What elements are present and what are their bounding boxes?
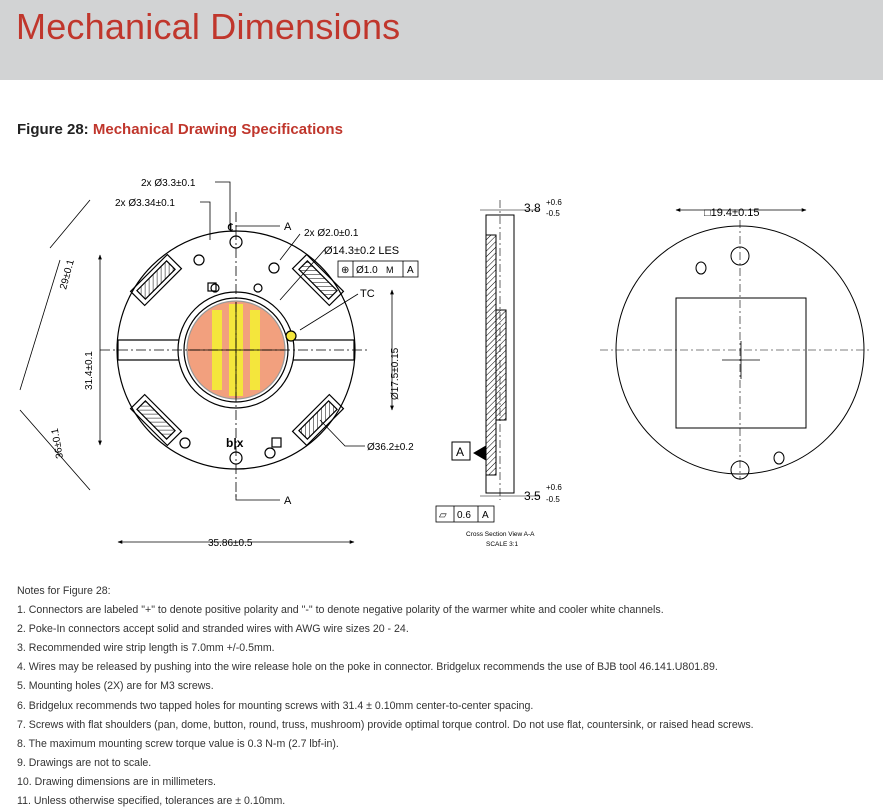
dim-label: Ø14.3±0.2 LES: [324, 245, 399, 257]
connector-bottom-right: [291, 393, 345, 447]
dim-bottom: 3.5: [524, 489, 541, 503]
dim-label: 35.86±0.5: [208, 538, 253, 549]
pin-hole: [268, 262, 280, 274]
dim-bottom-tol-plus: +0.6: [546, 483, 562, 492]
back-mounting-hole: [730, 460, 750, 480]
dim-label: Ø36.2±0.2: [367, 442, 414, 453]
connector-bottom-left: [129, 393, 183, 447]
svg-text:A: A: [482, 510, 489, 521]
dim-bottom-tol-minus: -0.5: [546, 495, 560, 504]
dim-label: 36±0.1: [50, 427, 66, 459]
figure-notes: Notes for Figure 28: 1. Connectors are l…: [17, 582, 877, 811]
side-emitter: [495, 309, 507, 421]
logo-mark: b|x: [226, 436, 244, 450]
tolerance-value: Ø1.0: [356, 265, 378, 276]
side-board: [485, 234, 497, 476]
figure-caption: Figure 28: Mechanical Drawing Specificat…: [17, 121, 343, 138]
tc-point: [285, 330, 297, 342]
section-a-bottom: A: [284, 495, 292, 507]
tc-label: TC: [360, 288, 375, 300]
figure-number: Figure 28:: [17, 121, 89, 138]
note-item: 4. Wires may be released by pushing into…: [17, 661, 718, 674]
tolerance-modifier: M: [386, 265, 394, 275]
note-item: 10. Drawing dimensions are in millimeter…: [17, 775, 217, 788]
tolerance-datum: A: [407, 265, 414, 276]
page-title: Mechanical Dimensions: [16, 6, 401, 47]
square-pad: [207, 282, 217, 292]
pin-hole: [264, 447, 276, 459]
dim-line-36: [19, 409, 91, 491]
section-arrow-bottom: [235, 494, 280, 501]
front-view-text: 2x Ø3.3±0.1 2x Ø3.34±0.1 2x Ø2.0±0.1 Ø14…: [50, 178, 419, 549]
svg-text:0.6: 0.6: [457, 510, 471, 521]
mechanical-drawing: 2x Ø3.3±0.1 2x Ø3.34±0.1 2x Ø2.0±0.1 Ø14…: [19, 178, 870, 549]
note-item: 9. Drawings are not to scale.: [17, 756, 152, 769]
tolerance-symbol: ⊕: [341, 265, 349, 276]
dim-label: Ø17.5±0.15: [390, 347, 401, 400]
note-item: 1. Connectors are labeled "+" to denote …: [17, 604, 664, 617]
tolerance-frame: ⊕ Ø1.0 M A: [337, 260, 419, 278]
pin-hole: [253, 283, 263, 293]
datum-marker: [473, 445, 487, 461]
pin-hole: [193, 254, 205, 266]
section-scale: SCALE 3:1: [486, 541, 519, 548]
pin-hole: [210, 283, 220, 293]
dim-square: □19.4±0.15: [704, 207, 760, 219]
page-header: Mechanical Dimensions: [0, 0, 883, 80]
section-arrow-top: [235, 225, 280, 230]
back-mounting-hole: [730, 246, 750, 266]
front-view: [19, 181, 394, 544]
note-item: 11. Unless otherwise specified, toleranc…: [17, 795, 286, 808]
dim-top-tol-minus: -0.5: [546, 209, 560, 218]
leader-36-2: [319, 419, 365, 447]
pin-hole: [179, 437, 191, 449]
back-view-text: □19.4±0.15: [704, 207, 760, 219]
centerline-mark: ℄: [227, 221, 236, 235]
notes-heading: Notes for Figure 28:: [17, 585, 111, 597]
side-view-text: 3.8 +0.6 -0.5 A 3.5 +0.6 -0.5 ⏥ 0.6 A Cr…: [435, 198, 562, 548]
note-item: 6. Bridgelux recommends two tapped holes…: [17, 699, 534, 712]
note-item: 2. Poke-In connectors accept solid and s…: [17, 623, 409, 636]
figure-title: Mechanical Drawing Specifications: [92, 121, 343, 138]
dim-label: 2x Ø3.3±0.1: [141, 178, 196, 189]
dim-line-29: [49, 199, 91, 249]
dim-top-tol-plus: +0.6: [546, 198, 562, 207]
back-view: [600, 208, 870, 480]
datum-box: A: [451, 441, 471, 461]
svg-text:A: A: [456, 445, 464, 459]
leader-2-0: [279, 233, 301, 261]
dim-label: 29±0.1: [58, 258, 77, 291]
leader-3-3: [215, 181, 231, 230]
dim-line-29: [19, 259, 61, 391]
section-a-top: A: [284, 221, 292, 233]
leader-tc: [299, 293, 359, 331]
side-view: [473, 200, 540, 500]
section-caption: Cross Section View A-A: [466, 531, 535, 538]
connector-top-left: [129, 253, 183, 307]
dim-label: 2x Ø2.0±0.1: [304, 228, 359, 239]
notes-list: 1. Connectors are labeled "+" to denote …: [17, 601, 877, 811]
note-item: 7. Screws with flat shoulders (pan, dome…: [17, 718, 754, 731]
flatness-frame: ⏥ 0.6 A: [435, 505, 495, 523]
leader-3-34: [200, 201, 211, 240]
note-item: 8. The maximum mounting screw torque val…: [17, 737, 339, 750]
dim-label: 2x Ø3.34±0.1: [115, 198, 175, 209]
dim-top: 3.8: [524, 201, 541, 215]
note-item: 5. Mounting holes (2X) are for M3 screws…: [17, 680, 214, 693]
back-pin-hole: [695, 261, 707, 275]
connector-top-right: [291, 253, 345, 307]
square-pad: [271, 437, 282, 448]
dim-label: 31.4±0.1: [84, 351, 95, 390]
svg-text:⏥: ⏥: [439, 510, 447, 521]
note-item: 3. Recommended wire strip length is 7.0m…: [17, 642, 275, 655]
leader-les: [279, 247, 327, 301]
back-pin-hole: [773, 451, 785, 465]
